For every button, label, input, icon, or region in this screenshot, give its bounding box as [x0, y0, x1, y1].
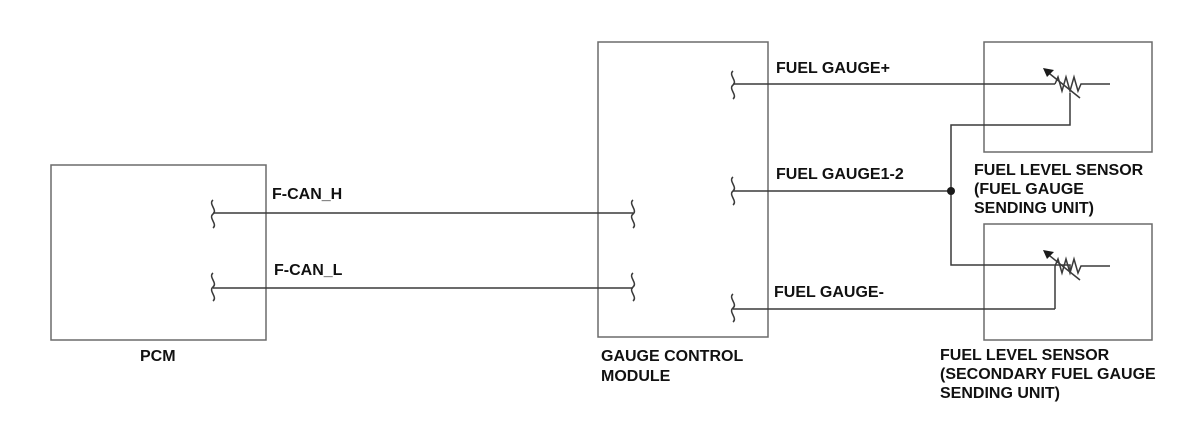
fuel-gauge-minus-wire: [730, 290, 1056, 323]
gauge-control-module-box: [597, 41, 769, 338]
fuel-gauge-plus-label: FUEL GAUGE+: [776, 60, 890, 77]
pcm-box: [50, 164, 267, 341]
splice-node: [947, 187, 955, 195]
fuel-gauge-1-2-wire: [730, 93, 1071, 273]
f-can-h-wire: [210, 199, 636, 229]
fuel-level-sensor-main-box: [983, 41, 1153, 153]
fuel-gauge-plus-wire: [730, 70, 1055, 100]
f-can-l-label: F-CAN_L: [274, 262, 343, 279]
fuel-level-sensor-secondary-label: FUEL LEVEL SENSOR (SECONDARY FUEL GAUGE …: [940, 347, 1160, 402]
fuel-gauge-minus-label: FUEL GAUGE-: [774, 284, 884, 301]
fuel-gauge-1-2-label: FUEL GAUGE1-2: [776, 166, 904, 183]
pcm-label: PCM: [140, 348, 176, 365]
f-can-l-wire: [210, 272, 636, 302]
fuel-level-sensor-secondary-box: [983, 223, 1153, 341]
f-can-h-label: F-CAN_H: [272, 186, 342, 203]
gauge-control-module-label: GAUGE CONTROL MODULE: [601, 348, 747, 385]
variable-resistor-icon: [1043, 68, 1110, 99]
variable-resistor-icon: [1043, 250, 1110, 290]
fuel-level-sensor-main-label: FUEL LEVEL SENSOR (FUEL GAUGE SENDING UN…: [974, 162, 1148, 217]
